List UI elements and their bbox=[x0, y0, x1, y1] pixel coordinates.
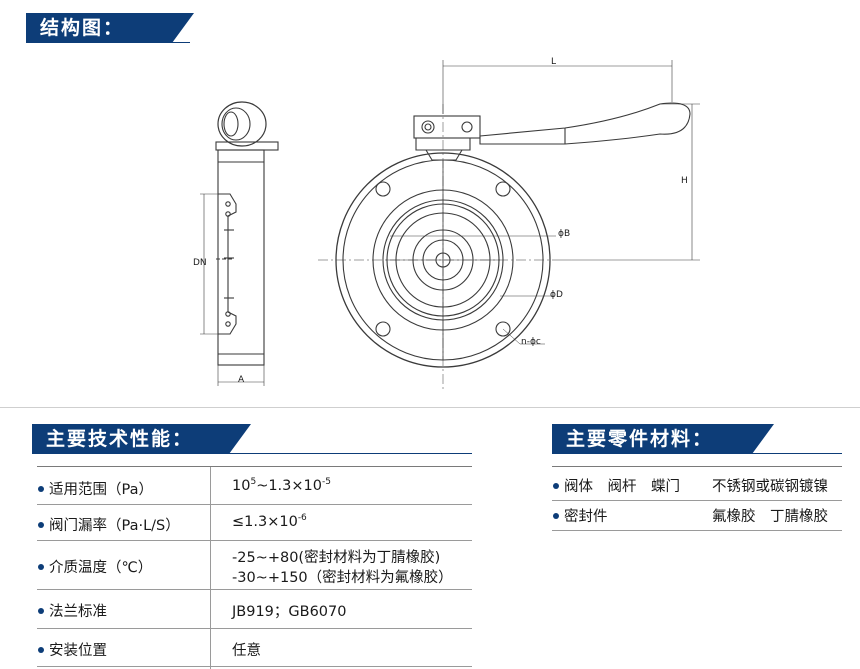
bullet-icon bbox=[38, 608, 44, 614]
parts-row-label: 阀体 阀杆 蝶门 bbox=[553, 475, 680, 496]
side-view bbox=[200, 101, 279, 386]
parts-row-value: 氟橡胶 丁腈橡胶 bbox=[712, 509, 828, 525]
dimension-A-label: A bbox=[238, 375, 245, 385]
tech-row-label: 阀门漏率（Pa·L/S） bbox=[38, 514, 180, 535]
bullet-icon bbox=[553, 513, 559, 519]
dimension-B-label: ϕB bbox=[558, 229, 571, 239]
tech-banner: 主要技术性能： bbox=[32, 424, 251, 454]
front-view bbox=[318, 60, 700, 389]
dimension-D-label: ϕD bbox=[550, 290, 563, 300]
tech-column-divider bbox=[210, 466, 211, 669]
tech-row-label: 安装位置 bbox=[38, 639, 107, 660]
parts-row-value: 不锈钢或碳钢镀镍 bbox=[712, 479, 828, 495]
bullet-icon bbox=[553, 483, 559, 489]
parts-title: 主要零件材料： bbox=[566, 428, 714, 450]
tech-row-value-line1: -25~+80(密封材料为丁腈橡胶) bbox=[232, 550, 441, 566]
parts-row-label: 密封件 bbox=[553, 505, 608, 526]
tech-row-value: 105~1.3×10-5 bbox=[232, 477, 331, 495]
parts-banner-underline bbox=[552, 453, 842, 454]
valve-structure-drawing bbox=[200, 60, 700, 389]
section-divider bbox=[0, 407, 860, 408]
dimension-L-label: L bbox=[551, 57, 557, 67]
structure-banner-underline bbox=[26, 42, 190, 43]
dimension-nc-label: n-ϕc bbox=[521, 337, 541, 347]
dimension-DN-label: DN bbox=[193, 258, 207, 268]
dimension-H-label: H bbox=[681, 176, 688, 186]
bullet-icon bbox=[38, 522, 44, 528]
tech-row-label: 法兰标准 bbox=[38, 600, 107, 621]
tech-row-label: 介质温度（℃） bbox=[38, 556, 152, 577]
structure-title: 结构图： bbox=[40, 17, 125, 39]
tech-row-value: ≤1.3×10-6 bbox=[232, 513, 307, 531]
parts-banner: 主要零件材料： bbox=[552, 424, 774, 454]
tech-row-value: JB919；GB6070 bbox=[232, 604, 347, 620]
bullet-icon bbox=[38, 564, 44, 570]
tech-title: 主要技术性能： bbox=[46, 428, 194, 450]
bullet-icon bbox=[38, 486, 44, 492]
tech-banner-underline bbox=[32, 453, 472, 454]
tech-row-value: 任意 bbox=[232, 643, 261, 659]
tech-row-value-line2: -30~+150（密封材料为氟橡胶） bbox=[232, 570, 453, 586]
structure-banner: 结构图： bbox=[26, 13, 194, 43]
tech-row-label: 适用范围（Pa） bbox=[38, 478, 153, 499]
bullet-icon bbox=[38, 647, 44, 653]
